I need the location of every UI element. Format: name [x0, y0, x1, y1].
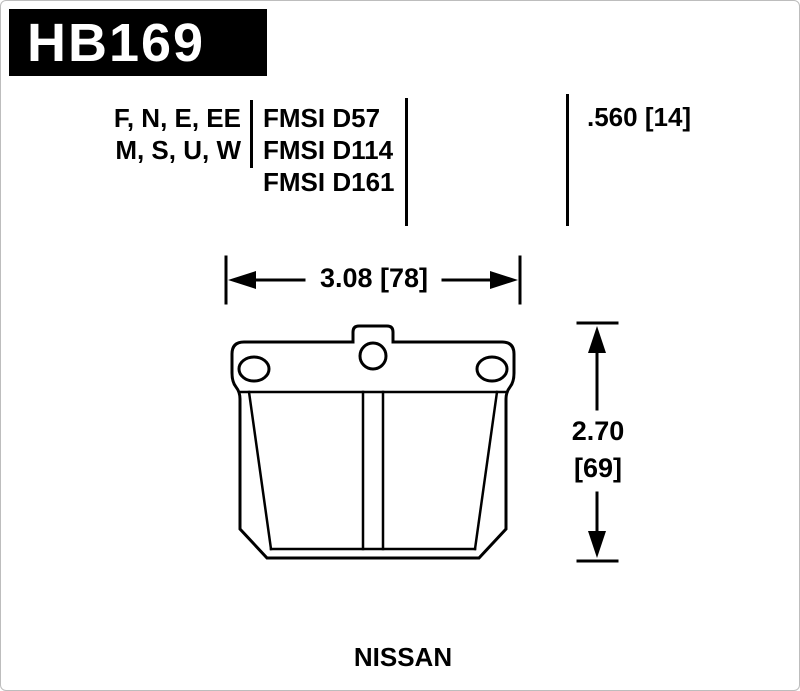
compound-row: F, N, E, EE — [113, 103, 241, 133]
friction-right-bevel — [473, 390, 499, 551]
part-number: HB169 — [27, 12, 206, 73]
friction-left-bevel — [247, 390, 273, 551]
fmsi-row: FMSI D114 — [263, 135, 394, 165]
height-arrow-down — [588, 531, 606, 558]
table-divider-2 — [405, 98, 408, 226]
pad-thickness: .560 [14] — [587, 102, 692, 132]
compound-codes: F, N, E, EE M, S, U, W — [31, 102, 241, 166]
fmsi-row: FMSI D57 — [263, 103, 381, 133]
center-tab-hole — [358, 341, 388, 371]
pad-outline — [230, 324, 516, 560]
table-divider-1 — [250, 100, 253, 168]
height-dimension-label: 2.70 [69] — [557, 413, 639, 487]
left-ear-hole — [237, 355, 271, 383]
fmsi-numbers: FMSI D57 FMSI D114 FMSI D161 — [263, 102, 395, 198]
right-ear-hole — [475, 355, 509, 383]
height-arrow-up — [588, 326, 606, 353]
height-dimension-inches: 2.70 — [571, 416, 625, 446]
height-dimension-mm: [69] — [573, 453, 622, 483]
table-divider-3 — [566, 94, 569, 226]
part-number-box: HB169 — [9, 9, 267, 76]
width-arrow-left — [228, 271, 256, 289]
compound-row: M, S, U, W — [115, 135, 241, 165]
fmsi-row: FMSI D161 — [263, 167, 395, 197]
width-dimension-label: 3.08 [78] — [319, 263, 429, 293]
width-arrow-right — [490, 271, 518, 289]
vehicle-make-label: NISSAN — [353, 642, 453, 672]
